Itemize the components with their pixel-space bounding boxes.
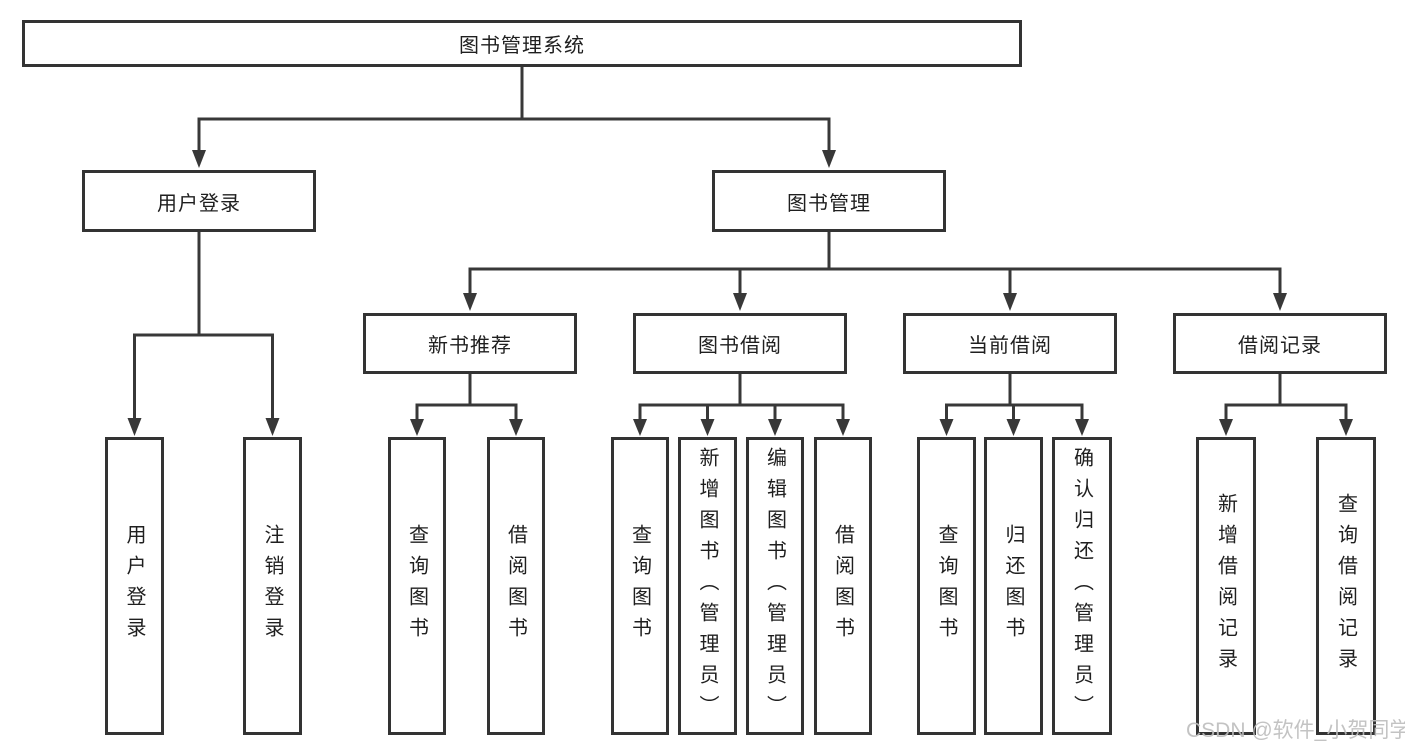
node-root-label: 图书管理系统 <box>459 35 585 57</box>
node-current-borrow: 当前借阅 <box>903 313 1117 374</box>
leaf-current-query: 查询图书 <box>917 437 976 735</box>
leaf-newbook-borrow-label: 借阅图书 <box>504 524 527 648</box>
leaf-borrow-query: 查询图书 <box>611 437 669 735</box>
leaf-borrow-edit-label: 编辑图书（管理员） <box>763 446 786 726</box>
leaf-borrow-add-label: 新增图书（管理员） <box>696 446 718 726</box>
csdn-watermark: CSDN @软件_小贺同学 <box>1186 719 1405 742</box>
node-root: 图书管理系统 <box>22 20 1022 67</box>
leaf-records-add-label: 新增借阅记录 <box>1214 493 1237 679</box>
node-new-book-recommend: 新书推荐 <box>363 313 577 374</box>
leaf-records-query-label: 查询借阅记录 <box>1334 493 1357 679</box>
leaf-current-confirm-return-label: 确认归还（管理员） <box>1070 446 1093 726</box>
leaf-records-add: 新增借阅记录 <box>1196 437 1256 735</box>
leaf-current-confirm-return: 确认归还（管理员） <box>1052 437 1112 735</box>
leaf-current-return: 归还图书 <box>984 437 1043 735</box>
node-book-borrow-label: 图书借阅 <box>698 335 782 357</box>
node-new-book-recommend-label: 新书推荐 <box>428 335 512 357</box>
node-user-login: 用户登录 <box>82 170 316 232</box>
leaf-current-return-label: 归还图书 <box>1002 524 1024 648</box>
leaf-borrow-borrow: 借阅图书 <box>814 437 872 735</box>
node-book-management: 图书管理 <box>712 170 946 232</box>
leaf-current-query-label: 查询图书 <box>935 524 957 648</box>
leaf-logout: 注销登录 <box>243 437 302 735</box>
node-borrow-records: 借阅记录 <box>1173 313 1387 374</box>
node-user-login-label: 用户登录 <box>157 192 241 215</box>
leaf-user-login-label: 用户登录 <box>123 524 145 648</box>
leaf-newbook-query: 查询图书 <box>388 437 446 735</box>
leaf-records-query: 查询借阅记录 <box>1316 437 1376 735</box>
node-borrow-records-label: 借阅记录 <box>1238 335 1322 357</box>
leaf-newbook-borrow: 借阅图书 <box>487 437 545 735</box>
leaf-user-login: 用户登录 <box>105 437 164 735</box>
node-book-management-label: 图书管理 <box>787 192 871 215</box>
leaf-borrow-borrow-label: 借阅图书 <box>831 524 854 648</box>
arrowheads <box>127 150 1353 436</box>
leaf-borrow-add: 新增图书（管理员） <box>678 437 737 735</box>
leaf-borrow-query-label: 查询图书 <box>628 524 651 648</box>
leaf-borrow-edit: 编辑图书（管理员） <box>746 437 804 735</box>
node-book-borrow: 图书借阅 <box>633 313 847 374</box>
node-current-borrow-label: 当前借阅 <box>968 335 1052 357</box>
leaf-newbook-query-label: 查询图书 <box>405 524 428 648</box>
leaf-logout-label: 注销登录 <box>261 524 283 648</box>
